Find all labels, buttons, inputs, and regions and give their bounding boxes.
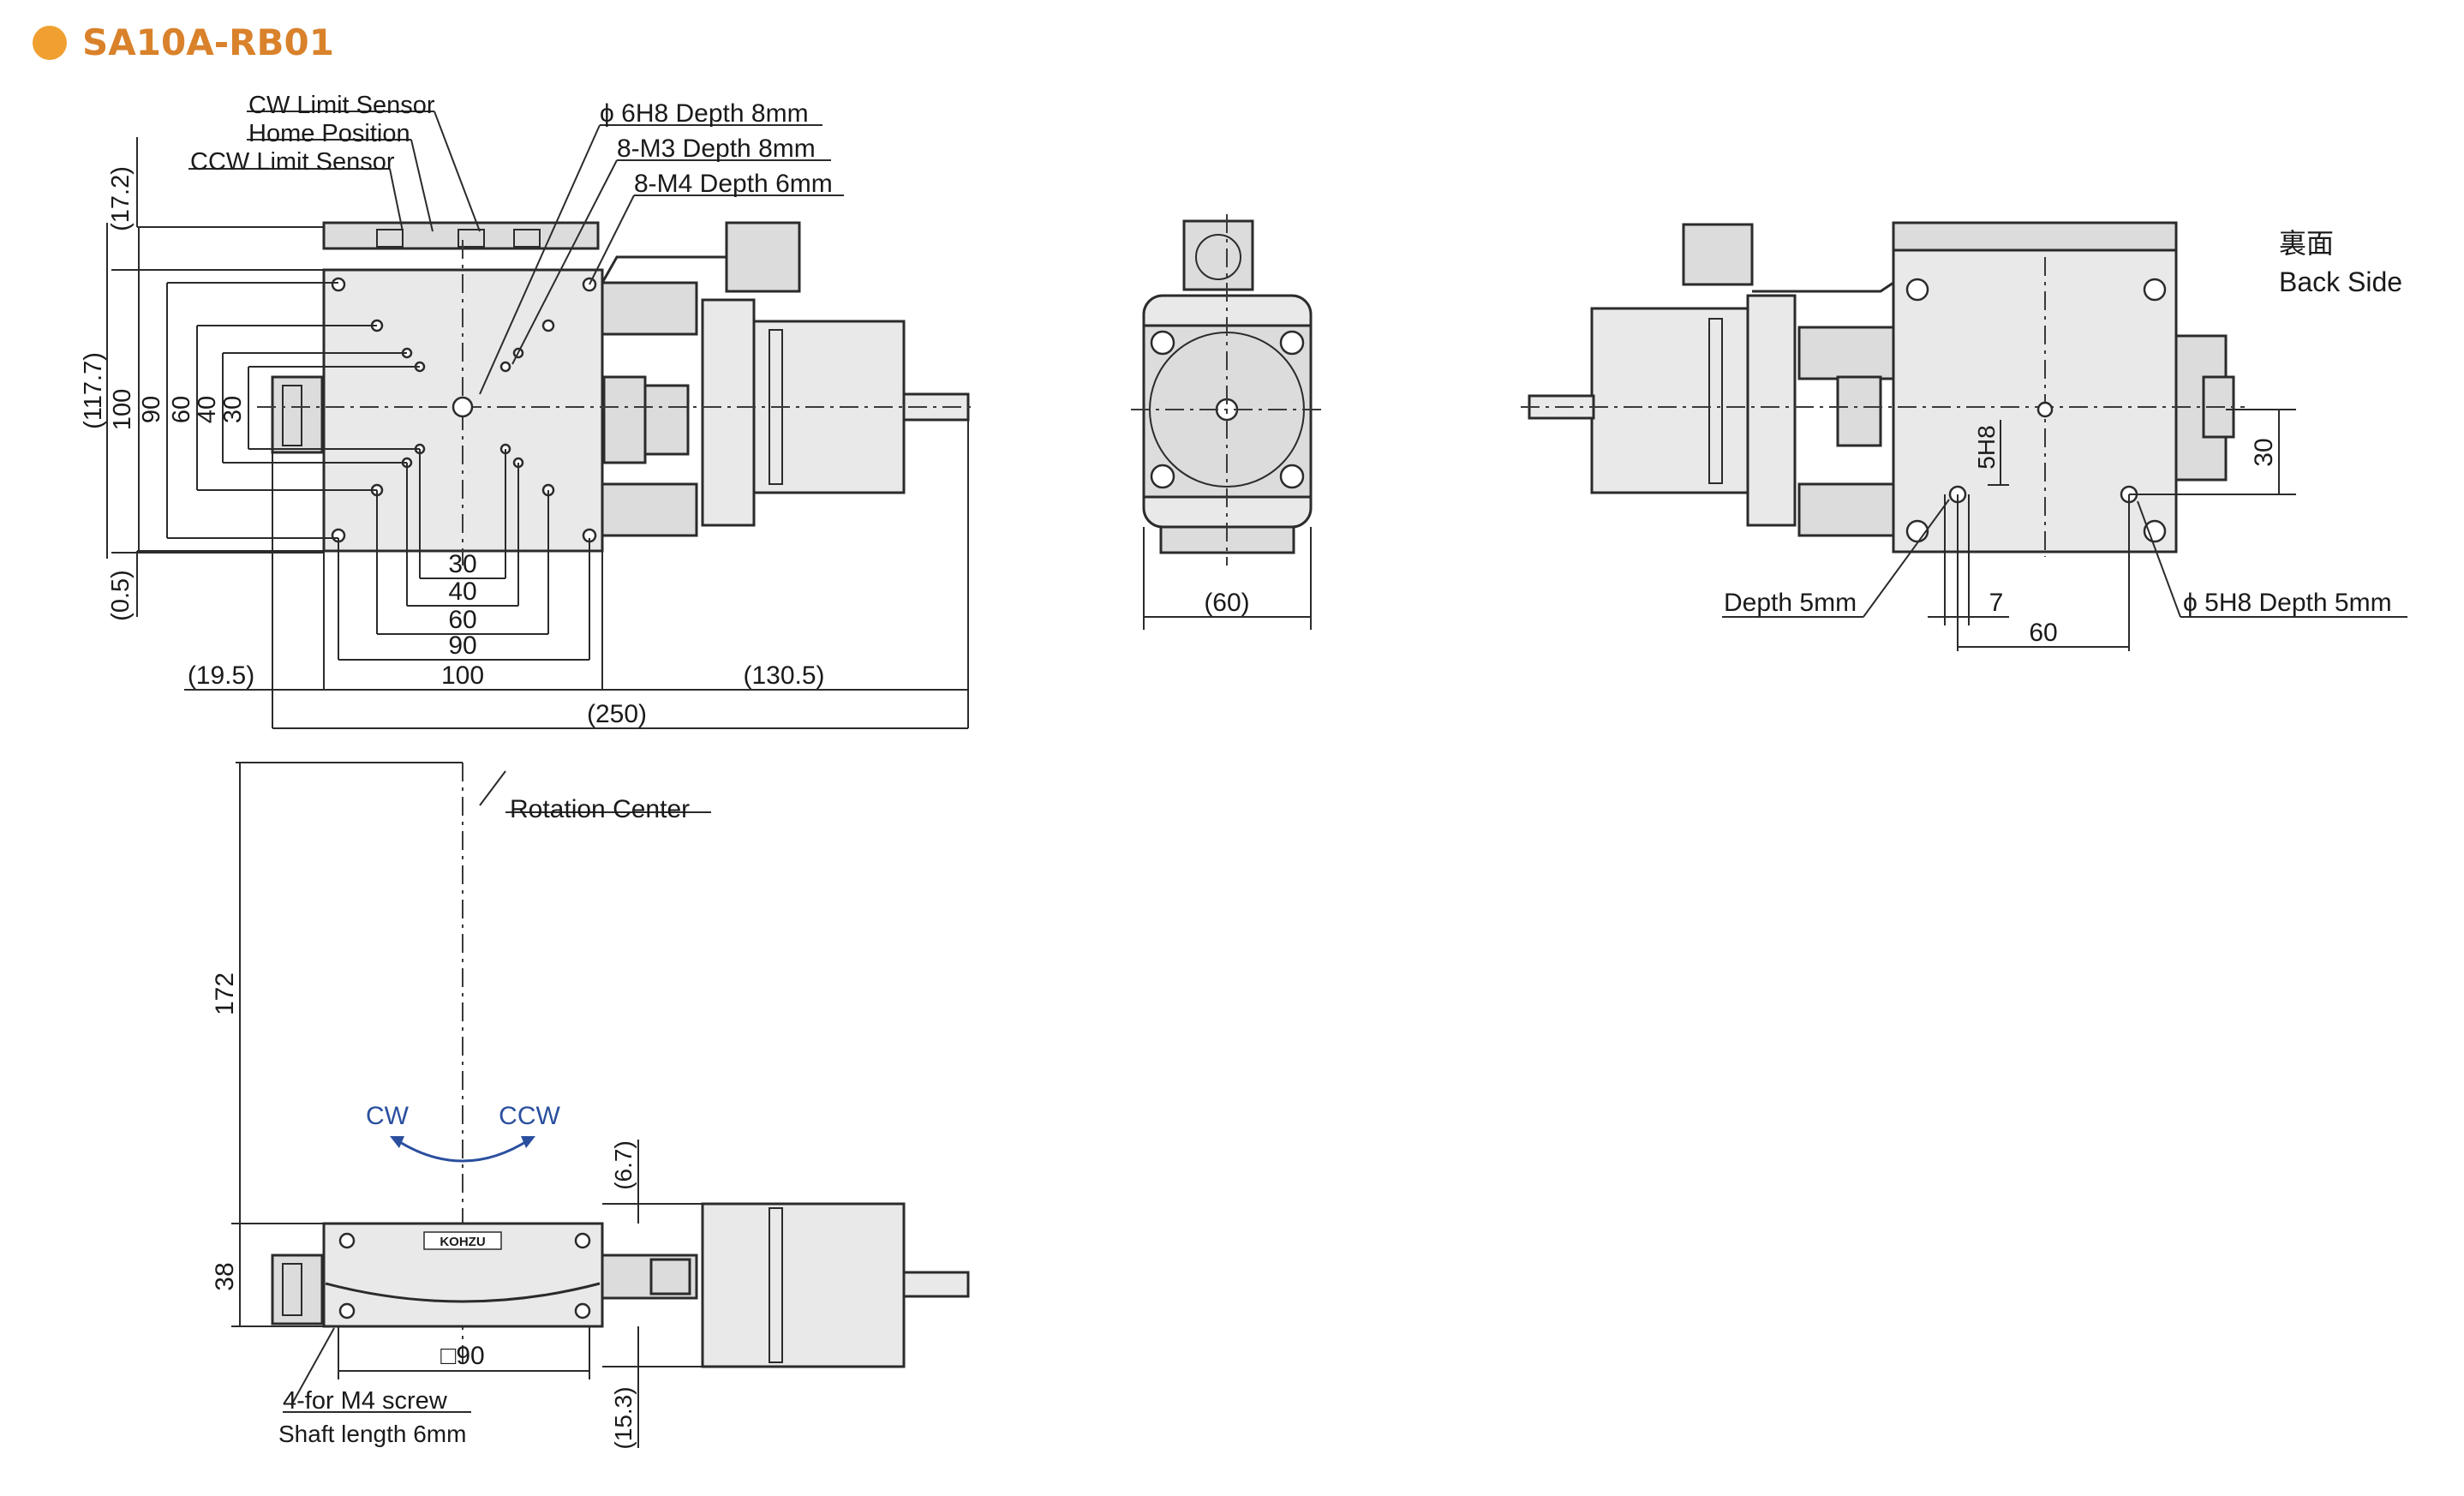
- dim-117-7: (117.7): [80, 352, 107, 429]
- phi-5h8-label: ϕ 5H8 Depth 5mm: [2183, 589, 2392, 617]
- cw-direction-label: CW: [366, 1102, 410, 1130]
- dim-19-5: (19.5): [188, 661, 254, 690]
- dim-17-2: (17.2): [107, 166, 135, 231]
- dim-60-front: (60): [1204, 589, 1249, 617]
- dim-38: 38: [211, 1262, 239, 1290]
- dim-60-back: 60: [2029, 619, 2057, 647]
- depth-5mm-label: Depth 5mm: [1724, 589, 1857, 617]
- ccw-direction-label: CCW: [499, 1102, 560, 1130]
- dim-40-horizontal: 40: [448, 577, 476, 606]
- dim-90-horizontal: 90: [448, 631, 476, 660]
- dim-250: (250): [587, 700, 647, 728]
- dim-30-back: 30: [2250, 438, 2278, 466]
- cw-limit-sensor-label: CW Limit Sensor: [248, 92, 435, 119]
- back-motor: [1590, 307, 1749, 494]
- dim-100-horizontal: 100: [441, 661, 484, 690]
- dim-172: 172: [211, 972, 239, 1015]
- rotation-center-label: Rotation Center: [510, 795, 690, 823]
- dim-7: 7: [1989, 589, 2004, 617]
- kohzu-logo-text: KOHZU: [440, 1235, 485, 1249]
- dim-square-90: □90: [440, 1342, 485, 1370]
- dim-30-horizontal: 30: [448, 550, 476, 578]
- side-view: [231, 762, 970, 1448]
- title-bullet-icon: [33, 26, 67, 60]
- side-motor: [701, 1202, 906, 1368]
- front-view: [1131, 214, 1324, 630]
- connector: [725, 221, 801, 293]
- home-position-label: Home Position: [248, 120, 410, 147]
- dim-0-5: (0.5): [107, 570, 135, 621]
- kohzu-logo: [423, 1231, 502, 1250]
- ccw-limit-sensor-label: CCW Limit Sensor: [190, 148, 395, 176]
- back-connector: [1682, 223, 1754, 286]
- m4-screw-label: 4-for M4 screw: [283, 1387, 448, 1415]
- dim-60-horizontal: 60: [448, 606, 476, 634]
- dim-90-vertical: 90: [138, 396, 165, 423]
- back-side-japanese-label: 裏面: [2279, 228, 2334, 259]
- dim-40-vertical: 40: [194, 396, 221, 423]
- shaft-length-label: Shaft length 6mm: [278, 1421, 466, 1447]
- back-stage-body: [1892, 248, 2178, 554]
- m4-label: 8-M4 Depth 6mm: [634, 170, 833, 198]
- dim-100-vertical: 100: [109, 389, 136, 430]
- phi-6h8-label: ϕ 6H8 Depth 8mm: [600, 99, 809, 128]
- back-side-label: Back Side: [2279, 266, 2402, 297]
- dim-15-3: (15.3): [610, 1386, 637, 1449]
- dim-6-7: (6.7): [610, 1140, 637, 1190]
- dim-60-vertical: 60: [168, 396, 195, 423]
- drawing-title: SA10A-RB01: [82, 21, 334, 63]
- dim-30-vertical: 30: [219, 396, 247, 423]
- dim-5h8: 5H8: [1973, 425, 2000, 469]
- dim-130-5: (130.5): [743, 661, 824, 690]
- top-view: [106, 111, 977, 729]
- back-view: [1521, 221, 2407, 651]
- m3-label: 8-M3 Depth 8mm: [617, 135, 816, 163]
